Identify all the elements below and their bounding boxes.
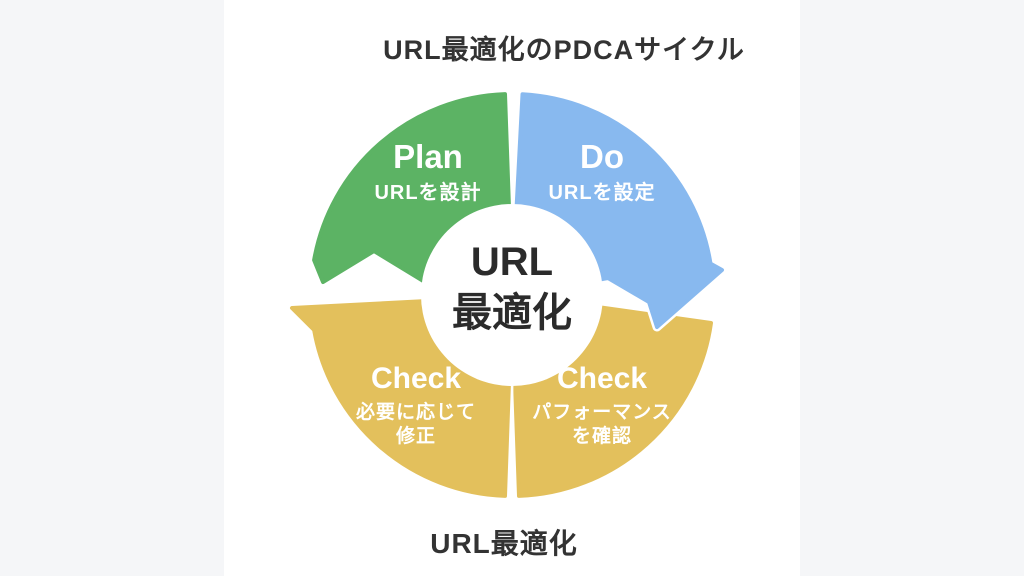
check-right-quadrant-label: Check パフォーマンス を確認 xyxy=(532,362,672,450)
center-hub-circle xyxy=(421,204,603,386)
pdca-cycle-graphic xyxy=(287,89,727,501)
center-line1: URL xyxy=(470,239,554,284)
check-left-title: Check xyxy=(370,362,462,395)
check-left-subtitle: 必要に応じて 修正 xyxy=(355,401,477,448)
diagram-card: URL最適化のPDCAサイクル Plan URLを設計 Do URLを設定 Ch… xyxy=(224,0,800,576)
check-left-quadrant-label: Check 必要に応じて 修正 xyxy=(356,362,476,450)
plan-title: Plan xyxy=(393,138,463,175)
bottom-caption: URL最適化 xyxy=(430,528,578,559)
plan-subtitle: URLを設計 xyxy=(374,181,482,204)
do-quadrant-label: Do URLを設定 xyxy=(548,138,655,206)
plan-quadrant-label: Plan URLを設計 xyxy=(374,138,481,206)
diagram-title: URL最適化のPDCAサイクル xyxy=(383,35,745,65)
center-line2: 最適化 xyxy=(452,291,572,335)
do-title: Do xyxy=(579,138,624,175)
do-subtitle: URLを設定 xyxy=(548,181,656,204)
center-hub-label: URL 最適化 xyxy=(452,237,572,339)
check-right-subtitle: パフォーマンス を確認 xyxy=(532,401,672,448)
check-right-title: Check xyxy=(556,362,648,395)
